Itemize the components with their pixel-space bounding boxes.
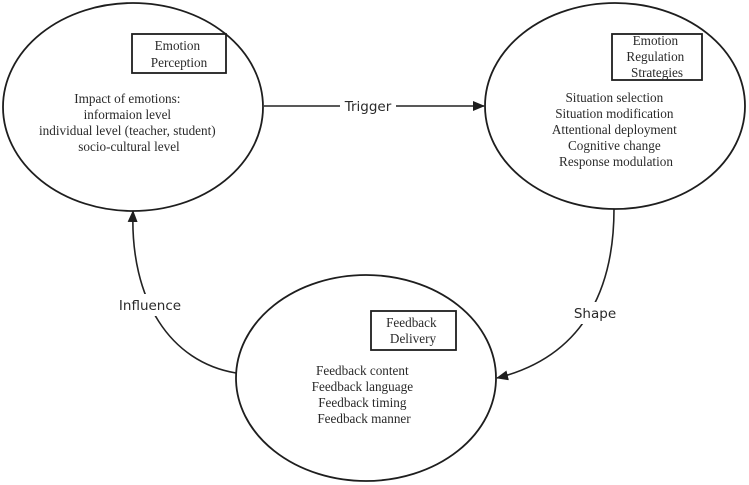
list-item: Situation modification <box>555 106 674 121</box>
edge-shape: Shape <box>496 208 618 381</box>
shape-label: Shape <box>574 306 616 322</box>
title-line: Emotion <box>155 38 201 53</box>
feedback-delivery-title-box <box>370 310 457 351</box>
feedback-delivery-title: Feedback Delivery <box>386 315 440 346</box>
edge-trigger: Trigger <box>264 96 485 116</box>
list-item: individual level (teacher, student) <box>39 123 216 138</box>
shape-arrow <box>496 208 615 381</box>
shape-label-bg <box>574 302 618 324</box>
feedback-delivery-items: Feedback content Feedback language Feedb… <box>312 363 417 426</box>
title-line: Emotion <box>633 33 679 48</box>
list-item: Feedback language <box>312 379 414 394</box>
list-item: Impact of emotions: <box>74 91 180 106</box>
trigger-label-bg <box>340 96 396 116</box>
list-item: Feedback timing <box>318 395 407 410</box>
title-line: Feedback <box>386 315 437 330</box>
list-item: Feedback manner <box>317 411 411 426</box>
emotion-perception-title-box <box>131 33 227 74</box>
influence-label: Influence <box>119 298 181 314</box>
title-line: Regulation <box>626 49 684 64</box>
emotion-perception-title: Emotion Perception <box>151 38 208 70</box>
list-item: Feedback content <box>316 363 409 378</box>
list-item: Situation selection <box>565 90 663 105</box>
edge-influence: Influence <box>116 210 237 374</box>
emotion-regulation-title: Emotion Regulation Strategies <box>626 33 687 80</box>
title-line: Perception <box>151 55 208 70</box>
list-item: informaion level <box>84 107 172 122</box>
list-item: Attentional deployment <box>552 122 677 137</box>
list-item: Cognitive change <box>568 138 661 153</box>
emotion-regulation-ellipse <box>484 2 746 210</box>
title-line: Delivery <box>390 331 437 346</box>
influence-arrow <box>127 210 237 374</box>
node-emotion-perception: Emotion Perception Impact of emotions: i… <box>2 2 264 212</box>
emotion-perception-ellipse <box>2 2 264 212</box>
influence-label-bg <box>116 294 184 316</box>
list-item: Response modulation <box>559 154 673 169</box>
feedback-delivery-ellipse <box>235 274 497 482</box>
emotion-regulation-items: Situation selection Situation modificati… <box>552 90 680 169</box>
node-emotion-regulation-strategies: Emotion Regulation Strategies Situation … <box>484 2 746 210</box>
trigger-label: Trigger <box>344 99 392 115</box>
title-line: Strategies <box>631 65 683 80</box>
emotion-perception-items: Impact of emotions: informaion level ind… <box>39 91 219 154</box>
node-feedback-delivery: Feedback Delivery Feedback content Feedb… <box>235 274 497 482</box>
emotion-regulation-title-box <box>611 33 703 81</box>
list-item: socio-cultural level <box>78 139 180 154</box>
